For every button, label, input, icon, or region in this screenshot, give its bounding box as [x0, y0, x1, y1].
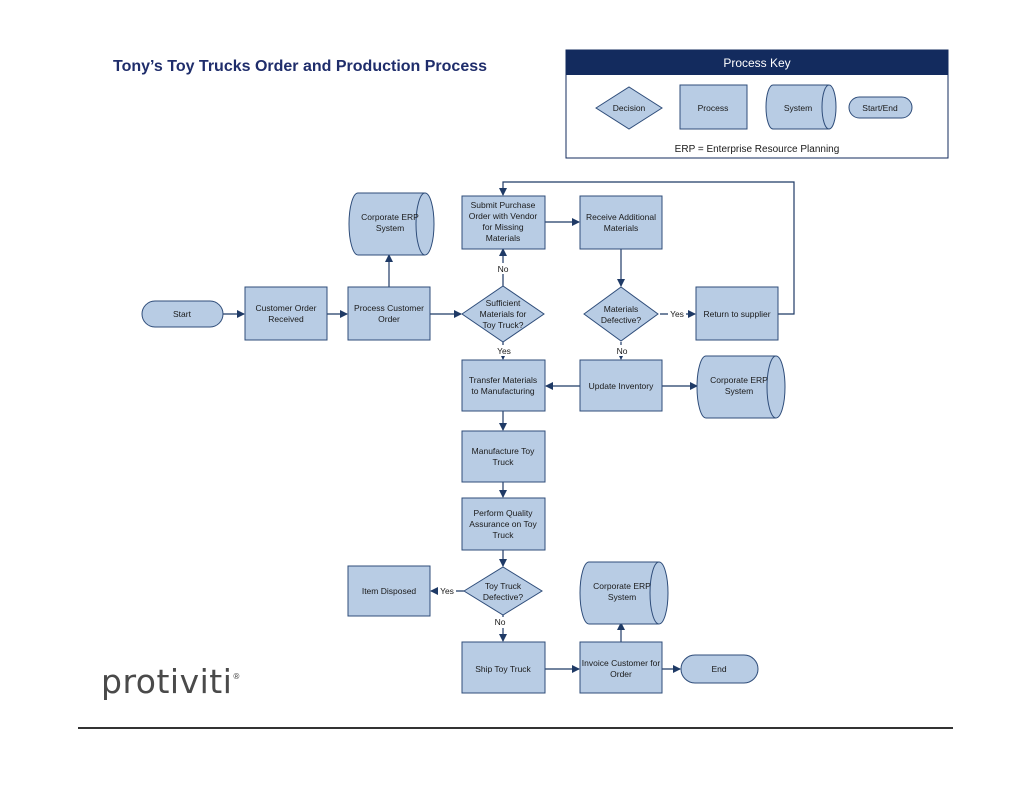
- protiviti-logo: protiviti®: [101, 662, 241, 701]
- return-to-supplier-box: Return to supplier: [695, 286, 779, 341]
- key-footnote: ERP = Enterprise Resource Planning: [675, 144, 840, 155]
- edge-label-no: No: [495, 617, 506, 627]
- edge-label-no: No: [498, 264, 509, 274]
- page-title: Tony’s Toy Trucks Order and Production P…: [113, 58, 488, 75]
- key-startend-shape: [848, 96, 913, 119]
- key-startend-label: Start/End: [862, 103, 898, 113]
- key-process-shape: [679, 84, 748, 130]
- svg-text:Item Disposed: Item Disposed: [362, 586, 417, 596]
- key-decision-shape: [595, 86, 663, 130]
- svg-text:Update Inventory: Update Inventory: [589, 381, 654, 391]
- edge-label-yes: Yes: [440, 586, 454, 596]
- svg-text:End: End: [711, 664, 726, 674]
- ship-toy-truck-box: Ship Toy Truck: [461, 641, 546, 694]
- item-disposed-box: Item Disposed: [347, 565, 431, 617]
- key-system-label: System: [784, 103, 812, 113]
- bottom-divider: [78, 727, 953, 729]
- update-inventory-box: Update Inventory: [579, 359, 663, 412]
- svg-text:Start: Start: [173, 309, 192, 319]
- end-node: End: [680, 654, 759, 684]
- key-decision-label: Decision: [613, 103, 646, 113]
- edge-label-yes: Yes: [670, 309, 684, 319]
- key-process-label: Process: [698, 103, 729, 113]
- start-node: Start: [141, 300, 224, 328]
- process-key-header: Process Key: [723, 56, 790, 70]
- svg-text:Ship Toy Truck: Ship Toy Truck: [475, 664, 531, 674]
- edge-label-yes: Yes: [497, 346, 511, 356]
- process-key: Process Key Decision Process System Star…: [565, 49, 949, 159]
- svg-text:Return to supplier: Return to supplier: [703, 309, 770, 319]
- edge-label-no: No: [617, 346, 628, 356]
